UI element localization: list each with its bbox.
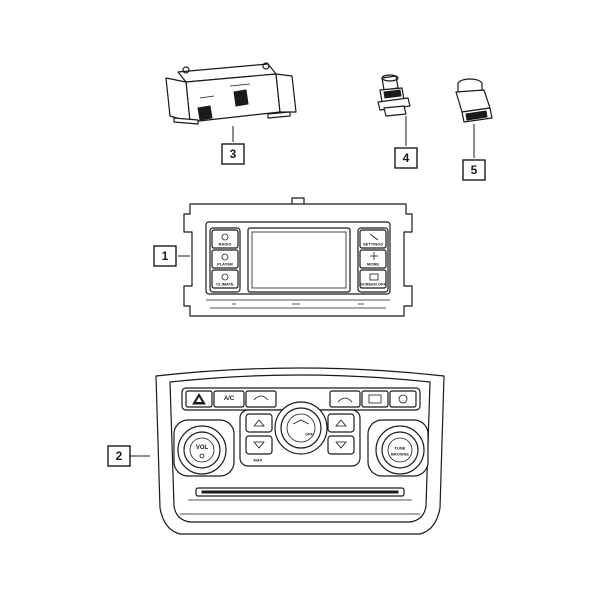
fan-off-label: OFF xyxy=(305,432,314,437)
part-5-switch xyxy=(455,78,493,123)
svg-text:3: 3 xyxy=(230,147,237,161)
part-3-bracket xyxy=(165,62,297,125)
more-button-label: MORE xyxy=(367,262,379,267)
svg-text:5: 5 xyxy=(471,163,478,177)
svg-text:2: 2 xyxy=(116,449,123,463)
tune-label: TUNE xyxy=(395,446,406,451)
radio-button-label: RADIO xyxy=(219,242,232,247)
callout-5: 5 xyxy=(462,124,486,181)
volume-label: VOL xyxy=(196,445,209,451)
callout-1: 1 xyxy=(153,245,190,267)
callout-2: 2 xyxy=(107,445,150,467)
max-label: MAX xyxy=(254,458,263,463)
part-2-control-panel: A/C OFF MAX VOL TUNE BROWSE xyxy=(155,367,445,535)
screen-off-button-label: SCREEN OFF xyxy=(360,282,386,287)
part-4-connector xyxy=(377,74,411,117)
part-1-display-module: RADIO PLAYER CLIMATE SETTINGS MORE SCREE… xyxy=(183,197,413,317)
browse-label: BROWSE xyxy=(391,452,409,457)
player-button-label: PLAYER xyxy=(217,262,233,267)
svg-text:1: 1 xyxy=(162,249,169,263)
ac-button-label: A/C xyxy=(224,396,235,402)
settings-button-label: SETTINGS xyxy=(363,242,383,247)
climate-button-label: CLIMATE xyxy=(216,282,234,287)
callout-4: 4 xyxy=(394,116,418,169)
callout-3: 3 xyxy=(221,126,245,165)
svg-text:4: 4 xyxy=(403,151,410,165)
